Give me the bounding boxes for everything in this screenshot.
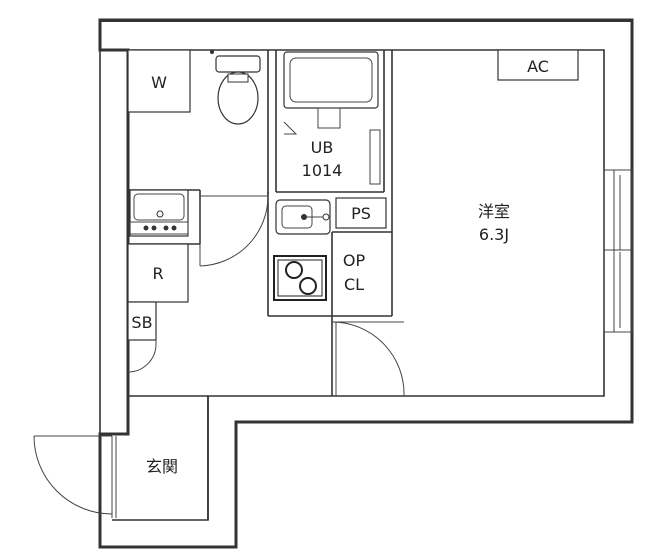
interior-walls <box>127 50 633 520</box>
shoe-box-label: SB <box>131 313 152 332</box>
open-closet-label: OP <box>343 251 366 270</box>
door-shoebox <box>127 340 157 373</box>
pipe-space-label: PS <box>351 204 371 223</box>
wash-basin <box>129 189 189 237</box>
fridge-label: R <box>152 264 163 283</box>
stove <box>273 255 327 301</box>
washer-space: W <box>127 49 191 113</box>
bathtub <box>283 51 381 185</box>
unit-bath-label: UB <box>311 138 334 157</box>
washer-label: W <box>151 73 167 92</box>
door-washroom <box>199 195 269 267</box>
open-closet-label-2: CL <box>344 275 364 294</box>
door-entrance <box>33 435 117 518</box>
aircon-label: AC <box>527 57 549 76</box>
aircon: AC <box>497 49 579 81</box>
kitchen-sink <box>275 199 331 235</box>
entrance-label: 玄関 <box>146 457 178 476</box>
toilet <box>210 50 261 125</box>
door-room <box>331 321 405 397</box>
pipe-space: PS <box>335 197 387 229</box>
unit-bath-size-label: 1014 <box>302 161 343 180</box>
western-room-size-label: 6.3J <box>479 225 509 244</box>
western-room-label: 洋室 <box>478 202 510 221</box>
